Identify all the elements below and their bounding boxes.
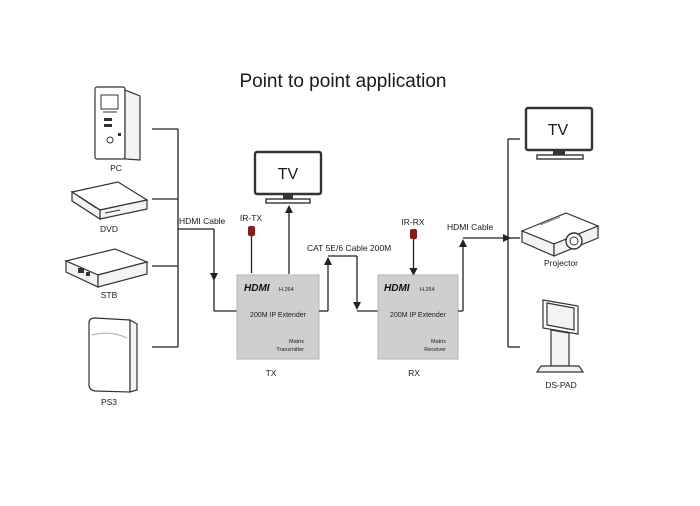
page-title: Point to point application: [239, 71, 446, 92]
ir-tx-label: IR-TX: [240, 213, 263, 223]
transmitter-hdmi-logo: HDMI: [244, 283, 270, 294]
cat-cable-wire: [319, 255, 378, 312]
transmitter-caption: TX: [266, 368, 277, 378]
ir-rx-emitter-icon: [409, 229, 418, 276]
ir-rx-label: IR-RX: [401, 217, 424, 227]
local-tv-icon: [253, 150, 323, 204]
ps3-label: PS3: [101, 397, 117, 407]
tv-label: TV: [548, 122, 569, 139]
tv-icon: [524, 106, 594, 160]
dvd-icon: [70, 181, 149, 221]
hdmi-input-cable-label: HDMI Cable: [179, 216, 226, 226]
ds-pad-icon: [535, 299, 585, 373]
transmitter-type-line1: Matrix: [289, 339, 304, 345]
ps3-icon: [88, 317, 138, 393]
receiver-type-line2: Receiver: [424, 347, 446, 353]
ir-tx-emitter-icon: [248, 226, 255, 273]
transmitter-model: 200M IP Extender: [250, 312, 307, 319]
projector-icon: [520, 212, 600, 257]
hdmi-input-bus: [152, 128, 218, 348]
receiver-caption: RX: [408, 368, 420, 378]
tx-loop-wire: [213, 277, 237, 312]
receiver-hdmi-logo: HDMI: [384, 283, 410, 294]
receiver-codec: H.264: [420, 287, 435, 293]
transmitter-box: [236, 274, 320, 360]
stb-icon: [64, 248, 149, 288]
receiver-box: [377, 274, 459, 360]
receiver-type-line1: Matrix: [431, 339, 446, 345]
transmitter-codec: H.264: [279, 287, 294, 293]
pc-icon: [94, 86, 141, 161]
hdmi-output-bus: [458, 138, 520, 348]
stb-label: STB: [101, 290, 118, 300]
projector-label: Projector: [544, 258, 578, 268]
hdmi-output-cable-label: HDMI Cable: [447, 222, 494, 232]
transmitter-type-line2: Transmitter: [276, 347, 304, 353]
pc-label: PC: [110, 163, 122, 173]
local-tv-label: TV: [278, 166, 299, 183]
dvd-label: DVD: [100, 224, 118, 234]
ds-pad-label: DS-PAD: [545, 380, 577, 390]
receiver-model: 200M IP Extender: [390, 312, 447, 319]
cat-cable-label: CAT 5E/6 Cable 200M: [307, 243, 391, 253]
